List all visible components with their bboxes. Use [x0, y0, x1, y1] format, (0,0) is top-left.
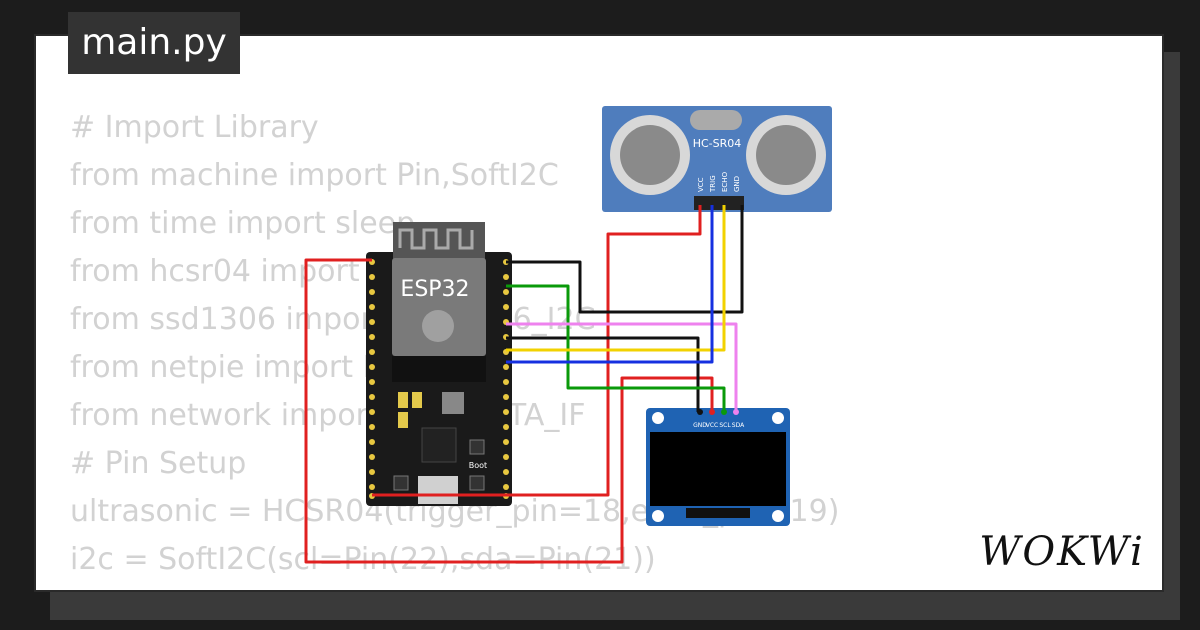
- esp32-board[interactable]: ESP32 Boot: [366, 222, 512, 506]
- code-line: i2c = SoftI2C(scl=Pin(22),sda=Pin(21)): [70, 542, 656, 577]
- wire-red-vcc-left: [304, 258, 714, 564]
- wire-yellow-echo: [506, 205, 726, 352]
- code-line: # Pin Setup: [70, 446, 247, 481]
- wire-black-sensor-gnd: [506, 205, 744, 314]
- sensor-pin-label: GND: [733, 176, 741, 192]
- board-label: ESP32: [400, 277, 469, 302]
- boot-label: Boot: [469, 461, 487, 470]
- oled-pin-label: GND: [693, 422, 707, 429]
- oled-pin-label: SCL: [719, 422, 731, 429]
- wokwi-logo: WOKWi: [979, 529, 1145, 575]
- sensor-label: HC-SR04: [693, 137, 742, 150]
- oled-pin-label: VCC: [706, 422, 718, 429]
- file-tab[interactable]: main.py: [68, 12, 240, 74]
- sensor-pin-label: ECHO: [721, 171, 729, 192]
- wire-blue-trig: [506, 205, 714, 364]
- oled-display[interactable]: GND VCC SCL SDA: [646, 408, 790, 526]
- wire-pink-sda: [506, 322, 738, 412]
- wires: [304, 205, 744, 564]
- oled-pin-label: SDA: [732, 422, 745, 429]
- sensor-pin-label: VCC: [697, 177, 705, 192]
- code-line: from time import sleep: [70, 206, 416, 241]
- wire-pin-dot: [709, 409, 715, 415]
- wire-pin-dot: [697, 409, 703, 415]
- wire-pin-dot: [721, 409, 727, 415]
- hc-sr04-sensor[interactable]: HC-SR04 VCC TRIG ECHO GND: [602, 106, 832, 212]
- wire-red-sensor-vcc: [372, 205, 702, 497]
- code-line: # Import Library: [70, 110, 319, 145]
- sensor-pin-label: TRIG: [709, 175, 717, 193]
- code-line: from machine import Pin,SoftI2C: [70, 158, 559, 193]
- wire-pin-dot: [733, 409, 739, 415]
- wire-green-scl: [506, 284, 726, 412]
